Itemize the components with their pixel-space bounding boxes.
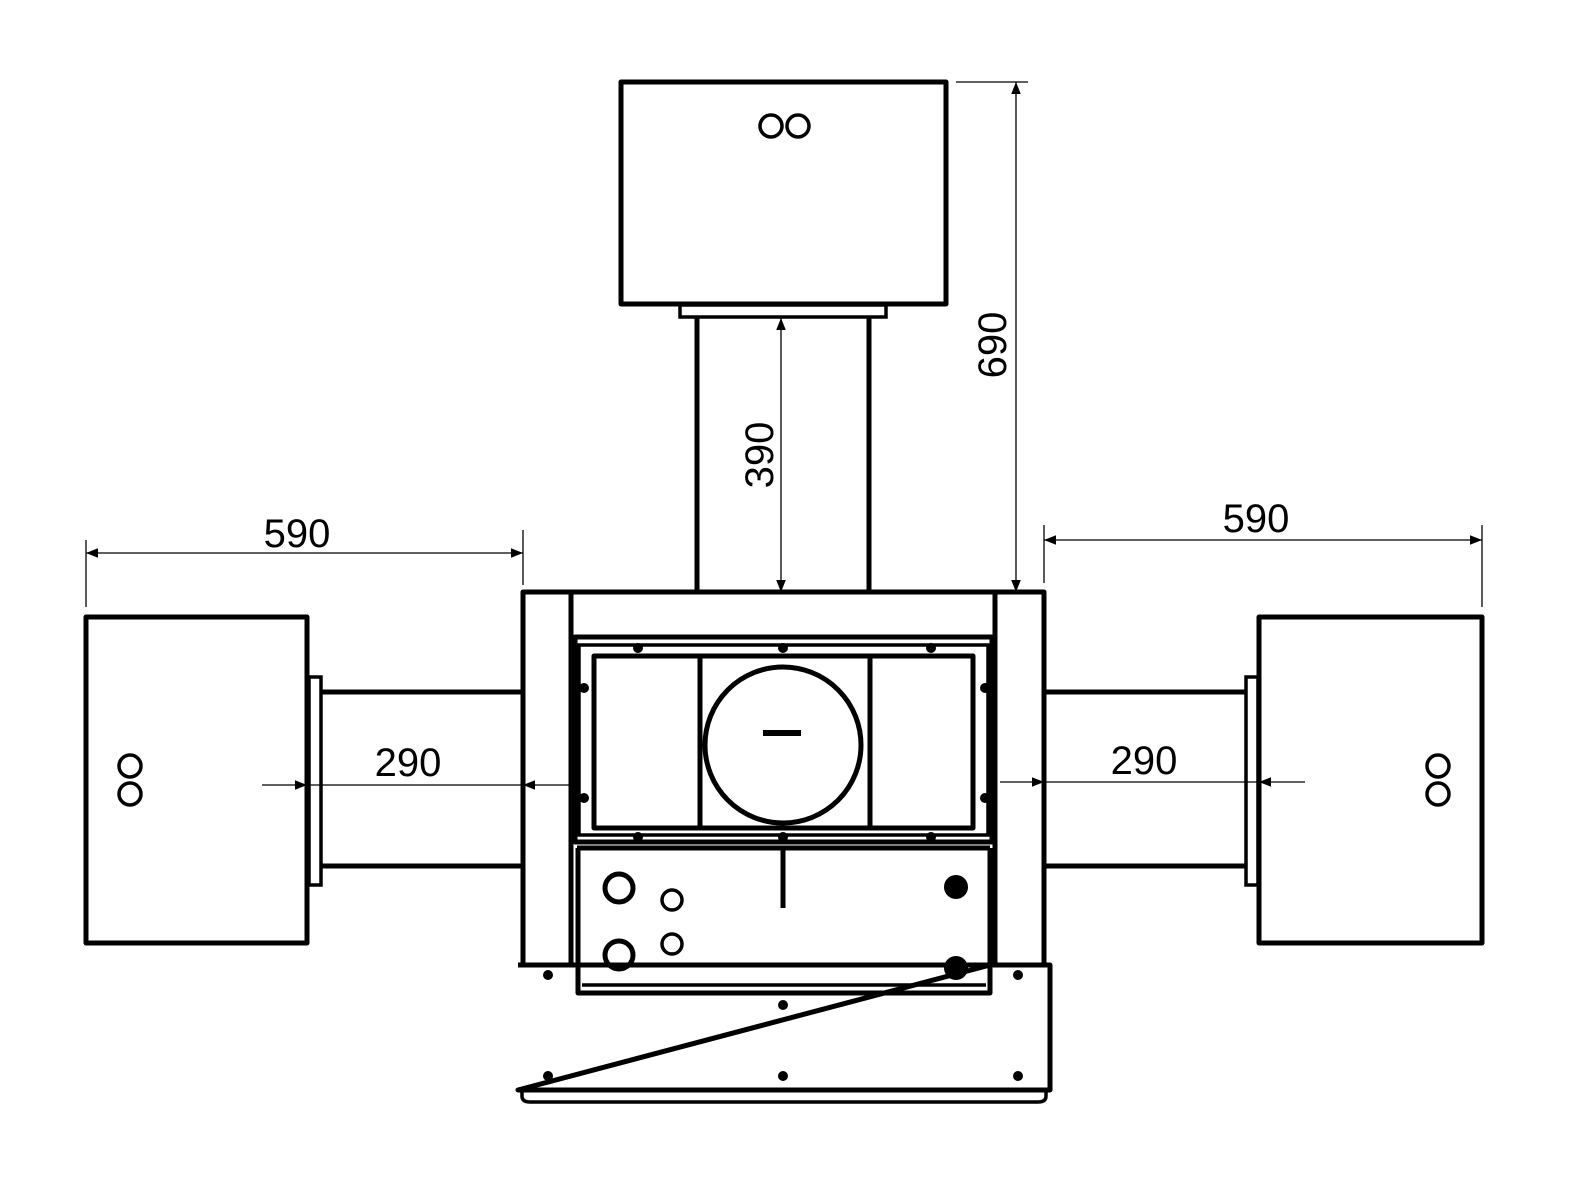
dimension-label-390: 390 <box>738 422 782 489</box>
dimension-label-right-290: 290 <box>1111 739 1178 783</box>
dimension-right-total: 590 <box>1043 497 1483 607</box>
bolts <box>579 643 990 842</box>
dimension-left-duct: 290 <box>262 741 570 790</box>
dimension-left-total: 590 <box>85 512 524 607</box>
dimension-top-total: 690 <box>956 81 1028 592</box>
central-body <box>515 589 1053 1104</box>
dimension-label-left-590: 590 <box>264 512 331 556</box>
dimension-label-690: 690 <box>971 312 1015 379</box>
top-unit <box>618 79 949 592</box>
dimension-right-duct: 290 <box>1000 739 1305 787</box>
dimension-label-right-590: 590 <box>1223 497 1290 541</box>
dimension-top-duct: 390 <box>738 318 786 592</box>
left-unit <box>83 614 523 946</box>
dimension-label-left-290: 290 <box>375 741 442 785</box>
